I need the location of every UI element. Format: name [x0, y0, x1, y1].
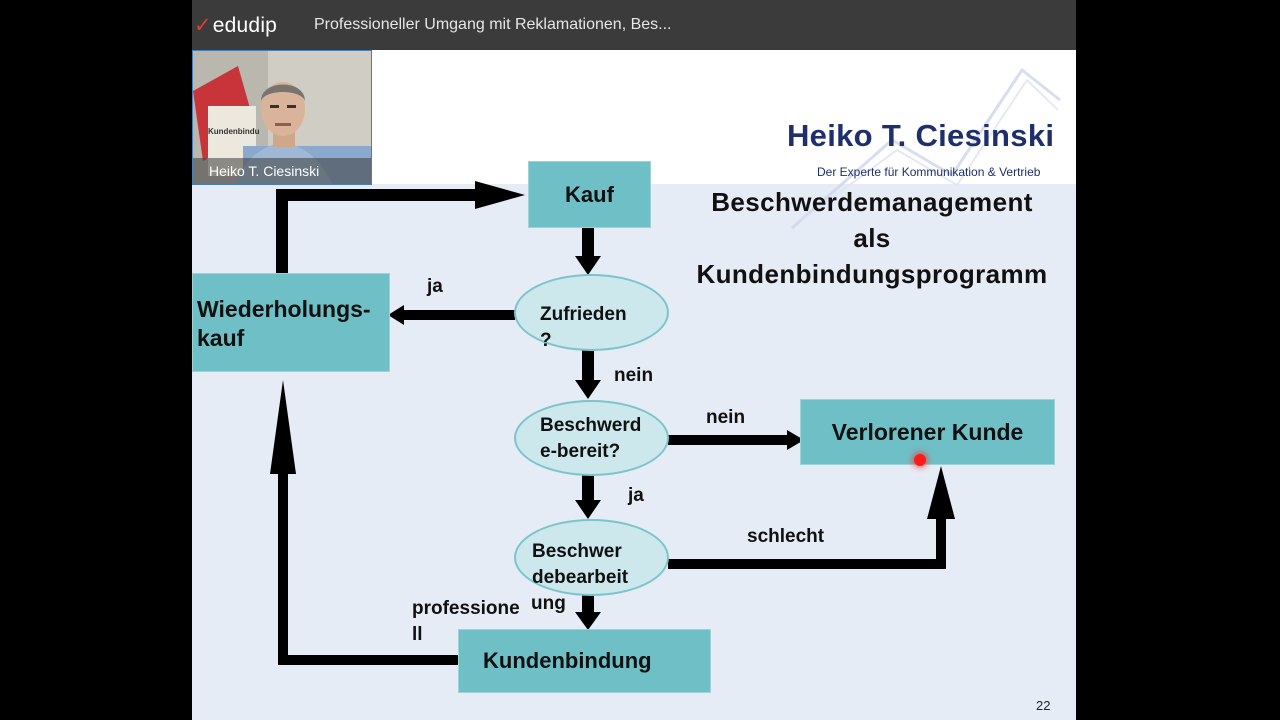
laser-pointer-dot: [914, 454, 926, 466]
node-wiederholungskauf-line-2: kauf: [197, 325, 245, 351]
node-kauf: Kauf: [528, 161, 651, 228]
edge-label-nein-no-complaint: nein: [706, 407, 746, 428]
edge-label-ja-satisfied: ja: [427, 276, 443, 297]
logo-check-icon: ✓: [194, 14, 212, 37]
node-kundenbindung-label: Kundenbindung: [483, 648, 652, 673]
node-beschwerde-bereit-line-1: Beschwerd: [540, 415, 642, 436]
node-verlorener-kunde: Verlorener Kunde: [800, 399, 1055, 465]
edge-label-ja-complaint: ja: [628, 485, 644, 506]
player-top-bar: ✓edudip Professioneller Umgang mit Rekla…: [192, 0, 1076, 50]
node-kauf-label: Kauf: [565, 181, 614, 207]
brand-zigzag-decoration: [791, 67, 1061, 230]
node-beschwerde-bereit: Beschwerd e-bereit?: [514, 400, 669, 476]
edge-label-professionell-line-2: ll: [412, 624, 423, 645]
connector-bindung-to-repeat: [278, 470, 458, 665]
edge-label-schlecht: schlecht: [747, 526, 825, 547]
video-player[interactable]: Heiko T. Ciesinski Der Experte für Kommu…: [192, 0, 1076, 720]
node-kundenbindung: Kundenbindung: [458, 629, 711, 693]
arrowhead-zufrieden: [575, 256, 601, 275]
node-zufrieden: Zufrieden ?: [514, 274, 669, 351]
flow-connectors: [270, 181, 955, 665]
node-beschwerdebearbeitung: Beschwer debearbeit ung: [514, 519, 669, 614]
connector-bearbeitung-to-lost: [668, 515, 946, 569]
arrowhead-repeat: [388, 305, 404, 325]
arrowhead-repeat-up: [270, 380, 296, 474]
headline-line-2: als: [853, 223, 891, 253]
slide-page-number: 22: [1036, 698, 1051, 713]
node-verlorener-kunde-label: Verlorener Kunde: [831, 418, 1024, 445]
edge-label-professionell: professione ll: [412, 596, 520, 648]
arrowhead-bereit: [575, 380, 601, 399]
node-zufrieden-line-1: Zufrieden: [540, 304, 627, 325]
node-wiederholungskauf-line-1: Wiederholungs-: [197, 296, 371, 322]
webcam-board-text: Kundenbindu: [208, 127, 260, 136]
node-beschwerdebearbeitung-line-3: ung: [531, 593, 566, 614]
headline-line-1: Beschwerdemanagement: [711, 187, 1033, 217]
presenter-webcam[interactable]: Kundenbindu Heiko T. Ciesinski: [192, 50, 372, 185]
arrowhead-lost-up: [927, 466, 955, 519]
brand-tagline: Der Experte für Kommunikation & Vertrieb: [817, 165, 1041, 179]
edge-label-nein-unsatisfied: nein: [614, 365, 654, 386]
video-title[interactable]: Professioneller Umgang mit Reklamationen…: [314, 16, 672, 33]
node-wiederholungskauf: Wiederholungs- kauf: [192, 273, 390, 372]
arrowhead-kauf: [475, 181, 525, 209]
connector-repeat-to-kauf: [276, 189, 477, 275]
presenter-name-label: Heiko T. Ciesinski: [193, 158, 371, 184]
arrowhead-bindung: [575, 612, 601, 630]
headline-line-3: Kundenbindungsprogramm: [696, 259, 1048, 289]
node-beschwerde-bereit-line-2: e-bereit?: [540, 441, 621, 462]
edge-label-professionell-line-1: professione: [412, 598, 520, 619]
node-beschwerdebearbeitung-line-1: Beschwer: [532, 541, 622, 562]
arrowhead-bearbeitung: [575, 500, 601, 519]
brand-name: Heiko T. Ciesinski: [787, 118, 1055, 153]
node-beschwerdebearbeitung-line-2: debearbeit: [532, 567, 629, 588]
slide-headline: Beschwerdemanagement als Kundenbindungsp…: [662, 184, 1076, 292]
node-zufrieden-line-2: ?: [540, 330, 552, 351]
logo-text: edudip: [212, 14, 278, 37]
arrowhead-lost: [787, 430, 804, 450]
edudip-logo[interactable]: ✓edudip: [194, 13, 277, 38]
